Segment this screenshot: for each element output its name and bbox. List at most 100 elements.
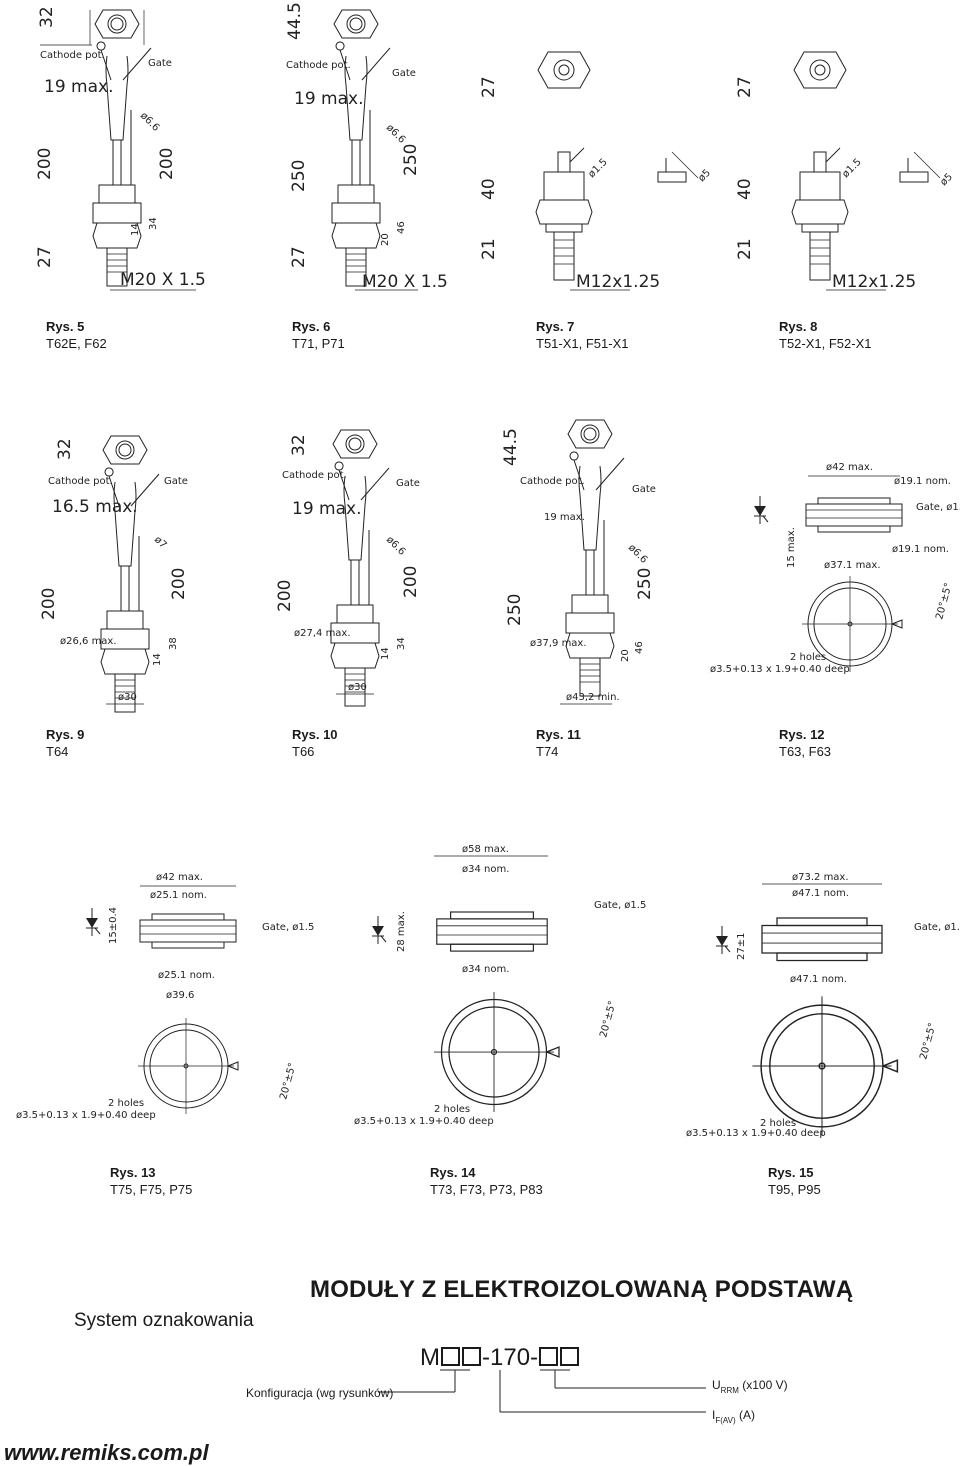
drawing-rys8 xyxy=(791,51,849,281)
label-holes-12: 2 holes xyxy=(790,652,826,663)
dim-28max: 28 max. xyxy=(396,911,407,952)
label-gate: Gate xyxy=(148,58,172,69)
label-gate-d15-14: Gate, ø1.5 xyxy=(594,900,646,911)
dim-38: 38 xyxy=(168,637,179,650)
label-holes-spec-14: ø3.5+0.13 x 1.9+0.40 deep xyxy=(354,1116,494,1127)
dim-d471-a: ø47.1 nom. xyxy=(792,888,849,899)
label-holes-spec-13: ø3.5+0.13 x 1.9+0.40 deep xyxy=(16,1110,156,1121)
dim-20-11: 20 xyxy=(620,649,631,662)
label-19max-10: 19 max. xyxy=(292,499,361,519)
dim-d251-a: ø25.1 nom. xyxy=(150,890,207,901)
dim-deg20-12: 20°±5° xyxy=(934,582,954,621)
dim-d379: ø37,9 max. xyxy=(530,638,587,649)
dim-d42-13: ø42 max. xyxy=(156,872,203,883)
dim-d30-10: ø30 xyxy=(348,682,367,693)
label-19max: 19 max. xyxy=(44,77,113,97)
dim-d471-b: ø47.1 nom. xyxy=(790,974,847,985)
dim-27-8: 27 xyxy=(735,76,755,98)
config-label: Konfiguracja (wg rysunków) xyxy=(246,1386,394,1400)
dim-d274: ø27,4 max. xyxy=(294,628,351,639)
dim-21-7: 21 xyxy=(479,238,499,260)
marking-code: M-170- xyxy=(420,1344,580,1372)
label-gate-d15-12: Gate, ø1.5 xyxy=(916,502,960,513)
label-gate-6: Gate xyxy=(392,68,416,79)
urrm-label: URRM (x100 V) xyxy=(712,1378,788,1395)
label-m12-8: M12x1.25 xyxy=(832,272,916,292)
label-cathode: Cathode pot. xyxy=(40,50,105,61)
dim-d371: ø37.1 max. xyxy=(824,560,881,571)
label-gate-d15-15: Gate, ø1.5 xyxy=(914,922,960,933)
dim-d5-7: ø5 xyxy=(696,168,713,185)
dim-46-11: 46 xyxy=(634,641,645,654)
label-gate-9: Gate xyxy=(164,476,188,487)
dim-250-b: 250 xyxy=(401,144,421,176)
code-box-3 xyxy=(539,1347,559,1366)
code-box-4 xyxy=(560,1347,580,1366)
dim-200-9: 200 xyxy=(39,588,59,620)
dim-14-9: 14 xyxy=(152,653,163,666)
dim-32-9: 32 xyxy=(55,438,75,460)
dim-200-10: 200 xyxy=(275,580,295,612)
code-box-1 xyxy=(441,1347,460,1366)
dim-445-11: 44.5 xyxy=(501,428,521,466)
dim-34-10: 34 xyxy=(396,637,407,650)
dim-d432: ø43,2 min. xyxy=(566,692,620,703)
marking-system-title: System oznakowania xyxy=(74,1310,254,1331)
label-gate-11: Gate xyxy=(632,484,656,495)
disc-side-12 xyxy=(805,497,903,533)
disc-side-15 xyxy=(761,917,883,962)
dim-40-8: 40 xyxy=(735,178,755,200)
dim-d396: ø39.6 xyxy=(166,990,194,1001)
label-holes-15: 2 holes xyxy=(760,1118,796,1129)
drawing-rys11 xyxy=(565,419,625,697)
thyristor-symbol-13 xyxy=(85,907,101,937)
label-cathode-6: Cathode pot. xyxy=(286,60,351,71)
label-cathode-9: Cathode pot. xyxy=(48,476,113,487)
label-19max-6: 19 max. xyxy=(294,89,363,109)
label-m20-6: M20 X 1.5 xyxy=(362,272,448,292)
dim-200-a: 200 xyxy=(35,148,55,180)
thyristor-symbol-15 xyxy=(715,925,731,955)
dim-250-11: 250 xyxy=(505,594,525,626)
dim-21-8: 21 xyxy=(735,238,755,260)
dim-deg20-15: 20°±5° xyxy=(918,1022,938,1061)
label-165max: 16.5 max. xyxy=(52,497,138,517)
label-holes-13: 2 holes xyxy=(108,1098,144,1109)
dim-d42-12: ø42 max. xyxy=(826,462,873,473)
label-cathode-11: Cathode pot. xyxy=(520,476,585,487)
label-m12-7: M12x1.25 xyxy=(576,272,660,292)
dim-34: 34 xyxy=(148,217,159,230)
dim-40-7: 40 xyxy=(479,178,499,200)
label-m20: M20 X 1.5 xyxy=(120,270,206,290)
code-box-2 xyxy=(462,1347,481,1366)
dim-d58: ø58 max. xyxy=(462,844,509,855)
label-gate-10: Gate xyxy=(396,478,420,489)
disc-side-13 xyxy=(139,913,237,949)
disc-top-15 xyxy=(751,995,899,1137)
dim-27-7: 27 xyxy=(479,76,499,98)
dim-200-b: 200 xyxy=(157,148,177,180)
dim-d66: ø6.6 xyxy=(138,110,161,133)
dim-27-6: 27 xyxy=(289,246,309,268)
dim-d7: ø7 xyxy=(152,534,169,551)
dim-250: 250 xyxy=(289,160,309,192)
label-holes-spec-12: ø3.5+0.13 x 1.9+0.40 deep xyxy=(710,664,850,675)
dim-200-9b: 200 xyxy=(169,568,189,600)
label-cathode-10: Cathode pot. xyxy=(282,470,347,481)
website-link[interactable]: www.remiks.com.pl xyxy=(4,1440,209,1465)
dim-32: 32 xyxy=(37,6,57,28)
dim-445: 44.5 xyxy=(285,2,305,40)
disc-side-14 xyxy=(436,911,548,952)
dim-d732: ø73.2 max. xyxy=(792,872,849,883)
terminal-detail-8 xyxy=(899,151,941,183)
dim-200-10b: 200 xyxy=(401,566,421,598)
